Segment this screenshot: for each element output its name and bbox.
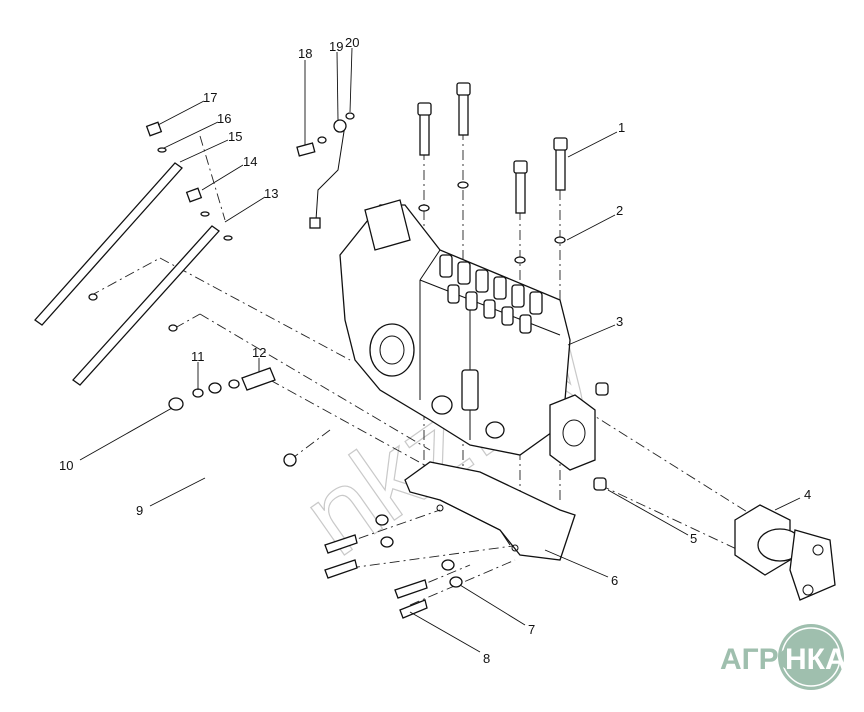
callout-11: 11	[191, 349, 205, 364]
bleed-line	[296, 112, 355, 229]
leader-lines	[79, 47, 801, 653]
logo-text-left: АГРО	[720, 643, 802, 676]
logo-text-right: НКА	[785, 643, 847, 676]
callout-8: 8	[483, 651, 490, 666]
agronka-logo: АГРО НКА	[720, 624, 847, 690]
oil-pipe	[157, 367, 297, 482]
dowel-pin	[593, 477, 607, 491]
fuel-pipes	[34, 121, 233, 386]
callout-3: 3	[616, 314, 623, 329]
callout-12: 12	[252, 345, 266, 360]
bracket	[404, 461, 576, 561]
callout-14: 14	[243, 154, 257, 169]
callout-16: 16	[217, 111, 231, 126]
callout-20: 20	[345, 35, 359, 50]
callout-5: 5	[690, 531, 697, 546]
callout-13: 13	[264, 186, 278, 201]
callout-6: 6	[611, 573, 618, 588]
callout-15: 15	[228, 129, 242, 144]
bracket-bolts	[324, 514, 463, 619]
bolts-1	[417, 82, 568, 214]
callout-2: 2	[616, 203, 623, 218]
callout-4: 4	[804, 487, 811, 502]
callouts: 1 2 3 4 5 6 7 8 9 10 11 12 13 14 15 16 1…	[59, 35, 811, 666]
callout-18: 18	[298, 46, 312, 61]
callout-9: 9	[136, 503, 143, 518]
injection-pump	[339, 199, 609, 471]
washers-2	[418, 181, 566, 264]
drive-coupling	[734, 504, 836, 601]
delivery-valves	[439, 254, 543, 334]
callout-7: 7	[528, 622, 535, 637]
callout-1: 1	[618, 120, 625, 135]
callout-19: 19	[329, 39, 343, 54]
callout-10: 10	[59, 458, 73, 473]
callout-17: 17	[203, 90, 217, 105]
